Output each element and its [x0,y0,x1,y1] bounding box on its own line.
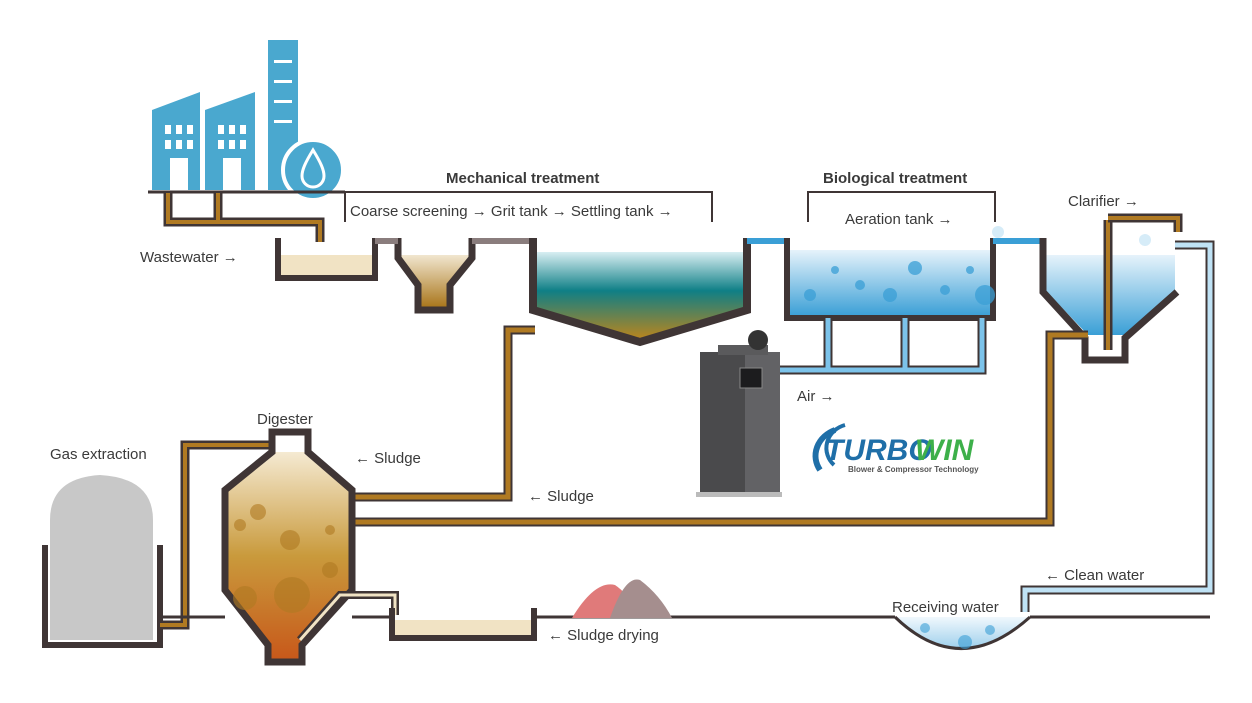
label-air: Air → [797,388,835,405]
logo-text-turbo: TURBO [825,434,932,467]
label-digester: Digester [257,411,313,428]
receiving-water [893,615,1032,650]
sludge-pipe-settling [355,325,535,502]
turbo-blower-machine [696,330,782,497]
mechanical-bracket [344,191,713,222]
channel-pipe [375,238,398,244]
air-pipes [760,318,987,375]
factory-icon [152,40,298,190]
clean-water-pipe [1020,240,1215,612]
grit-tank [394,238,476,314]
gas-pipe [160,440,272,630]
water-drop-icon [281,138,345,202]
turbowin-logo: TURBO WIN Blower & Compressor Technology [812,423,979,474]
digester [221,428,399,666]
biological-bracket [807,191,996,222]
label-aeration-tank: Aeration tank → [845,211,953,228]
aeration-tank [784,226,1004,321]
label-sludge-pipe: ← Sludge [528,488,594,505]
sludge-drying-bed [389,608,537,641]
label-gas-extraction: Gas extraction [50,446,147,463]
inlet-tank [275,238,378,281]
label-mechanical-treatment: Mechanical treatment [446,170,599,187]
label-sludge-drying: ← Sludge drying [548,627,659,644]
channel-pipe [993,238,1043,244]
label-sludge-digester: ← Sludge [355,450,421,467]
channel-pipe [747,238,787,244]
sludge-piles [572,579,672,618]
sludge-pipe-clarifier [355,330,1088,527]
label-mechanical-steps: Coarse screening → Grit tank → Settling … [350,203,673,220]
settling-tank [529,238,751,347]
label-wastewater: Wastewater → [140,249,238,266]
channel-pipe [472,238,532,244]
logo-tagline: Blower & Compressor Technology [848,465,979,474]
gas-tank [42,475,163,648]
label-biological-treatment: Biological treatment [823,170,967,187]
clarifier [1039,213,1183,364]
wastewater-pipe [163,193,325,242]
label-receiving-water: Receiving water [892,599,999,616]
logo-text-win: WIN [915,434,975,467]
label-clean-water: ← Clean water [1045,567,1144,584]
label-clarifier: Clarifier → [1068,193,1139,210]
